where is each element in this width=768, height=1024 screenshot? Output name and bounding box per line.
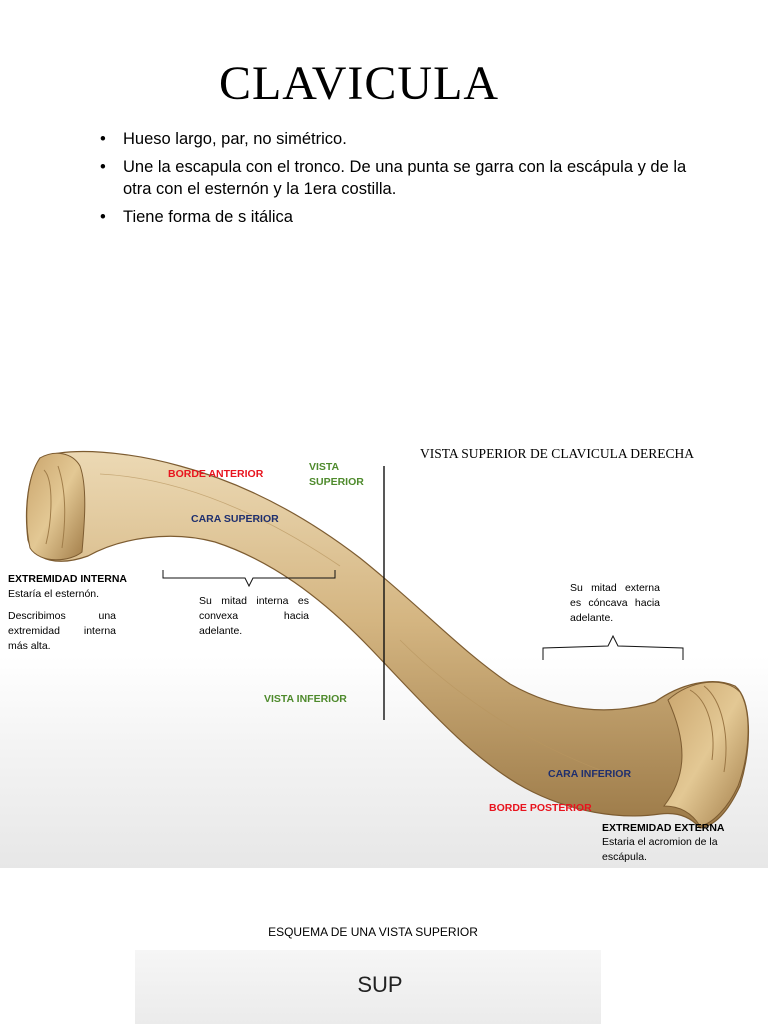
bullet-text: Tiene forma de s itálica xyxy=(123,208,293,226)
brace-right xyxy=(542,634,684,660)
schema-sup-label: SUP xyxy=(357,972,403,997)
bullet-list: • Hueso largo, par, no simétrico. • Une … xyxy=(100,128,690,234)
clavicle-bone-illustration xyxy=(25,450,750,829)
mitad-externa-text: Su mitad externa es cóncava hacia adelan… xyxy=(570,582,660,624)
bullet-item: • Hueso largo, par, no simétrico. xyxy=(100,128,690,150)
label-vista-inferior: VISTA INFERIOR xyxy=(264,693,347,705)
bullet-text: Hueso largo, par, no simétrico. xyxy=(123,130,347,148)
extremidad-interna-heading: EXTREMIDAD INTERNA xyxy=(8,573,128,585)
label-vista-superior-line2: SUPERIOR xyxy=(309,476,364,488)
extremidad-interna-line1: Estaría el esternón. xyxy=(8,588,100,600)
label-borde-anterior: BORDE ANTERIOR xyxy=(168,468,264,480)
bullet-dot: • xyxy=(100,130,106,148)
bullet-text: Une la escapula con el tronco. De una pu… xyxy=(123,158,687,198)
clavicle-figure xyxy=(0,426,768,868)
label-cara-superior: CARA SUPERIOR xyxy=(191,513,279,525)
label-vista-superior-line1: VISTA xyxy=(309,461,340,473)
schema-box: SUP xyxy=(135,950,601,1024)
label-borde-posterior: BORDE POSTERIOR xyxy=(489,802,592,814)
label-cara-inferior: CARA INFERIOR xyxy=(548,768,632,780)
extremidad-externa-heading: EXTREMIDAD EXTERNA xyxy=(602,822,725,834)
extremidad-externa-text: Estaria el acromion de la escápula. xyxy=(602,836,718,863)
extremidad-interna-line2: Describimos una extremidad interna más a… xyxy=(8,610,116,652)
mitad-interna-text: Su mitad interna es convexa hacia adelan… xyxy=(199,595,309,637)
acromial-end xyxy=(662,681,749,827)
bullet-item: • Une la escapula con el tronco. De una … xyxy=(100,156,690,200)
clavicle-shaft xyxy=(25,450,750,829)
bullet-dot: • xyxy=(100,208,106,226)
brace-left xyxy=(162,570,336,588)
sternal-end xyxy=(26,452,86,561)
bullet-item: • Tiene forma de s itálica xyxy=(100,206,690,228)
slide-title: CLAVICULA xyxy=(218,57,500,110)
view-title: VISTA SUPERIOR DE CLAVICULA DERECHA xyxy=(420,446,694,461)
bullet-dot: • xyxy=(100,158,106,176)
schema-title: ESQUEMA DE UNA VISTA SUPERIOR xyxy=(268,925,478,939)
